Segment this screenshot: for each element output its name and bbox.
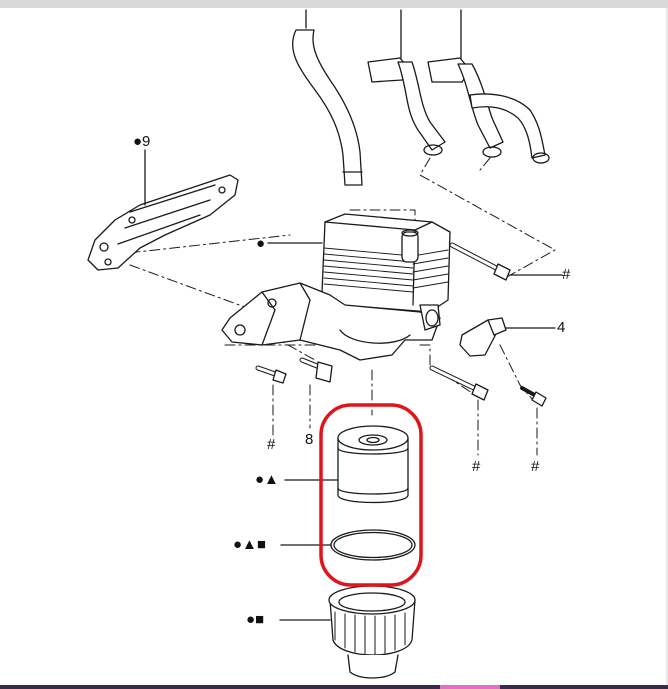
callout-filter-cap: ●■ [246,611,265,628]
bolt-middle [429,365,489,456]
o-ring [280,529,416,561]
top-bar [0,0,668,8]
right-edge-line [666,8,668,685]
callout-oil-cooler: ● [256,235,266,252]
bolt-left [255,365,287,436]
callout-8: 8 [305,431,314,448]
oil-cooler [321,213,451,313]
coolant-hose-right [427,9,550,164]
callout-filter-element: ●▲ [255,471,279,488]
coolant-hose-middle [367,9,446,156]
mounting-bracket [87,174,239,271]
callout-o-ring: ●▲■ [233,536,266,553]
highlight-frame [319,403,423,587]
bolt-upper-right [449,242,563,281]
callout-4: 4 [557,319,566,336]
oil-filter-cap [279,585,416,679]
callout-hash-right-bolt: # [531,458,540,475]
coolant-hose-left [291,9,363,186]
sensor-4 [459,317,556,357]
oil-filter-element [284,425,409,504]
callout-9: ●9 [133,133,151,150]
bottom-bar [0,685,668,689]
bolt-right-small [520,386,547,456]
callout-hash-top-right: # [562,266,571,283]
callout-hash-left-bolt: # [267,436,276,453]
sensor-8 [299,357,333,429]
callout-hash-middle-bolt: # [472,458,481,475]
oil-filter-housing [221,282,441,361]
